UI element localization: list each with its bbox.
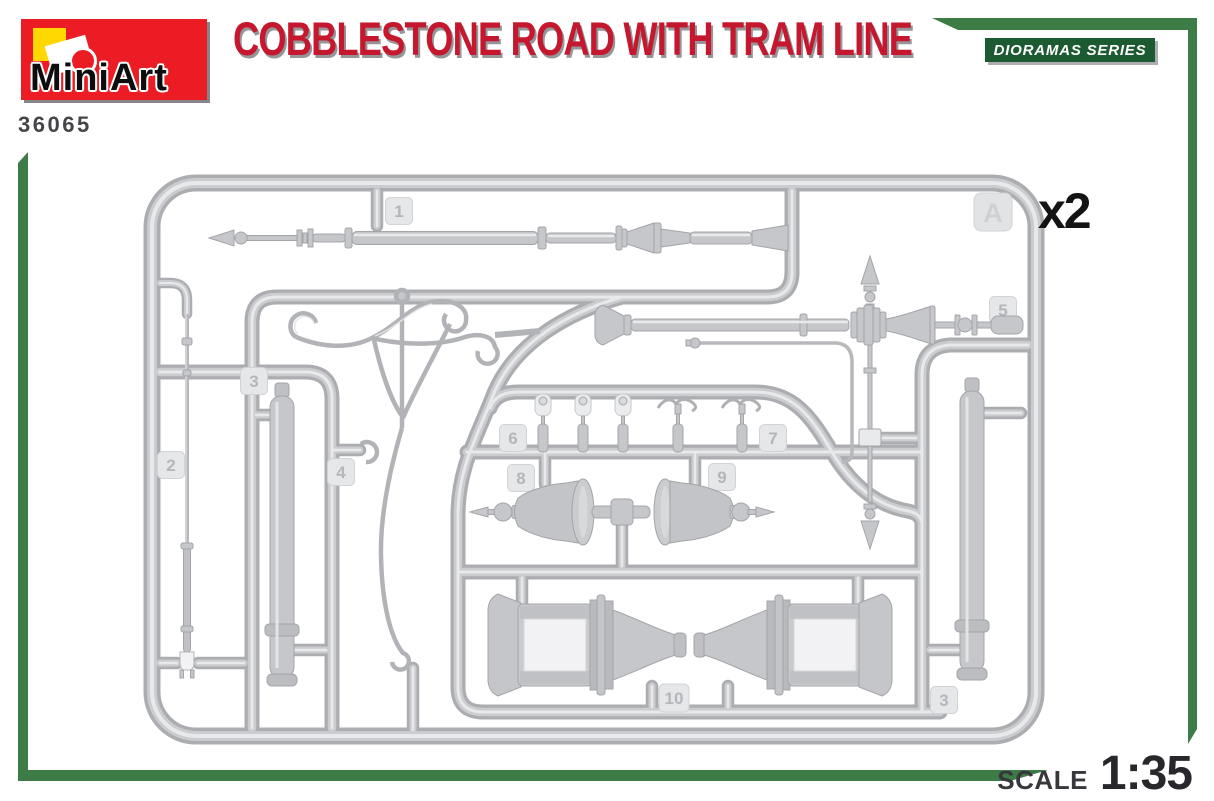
part-tag-2: 2: [157, 451, 185, 479]
scale-label: SCALE: [997, 765, 1088, 795]
part-tag-8: 8: [507, 464, 535, 492]
kit-title: COBBLESTONE ROAD WITH TRAM LINE: [233, 12, 913, 65]
green-band-top: [932, 18, 1197, 30]
sprue-letter-label: A: [983, 198, 1003, 228]
green-bar-right: [1188, 30, 1197, 744]
part-tag-4-label: 4: [336, 463, 346, 482]
part-hook-posts-7: [656, 398, 762, 453]
part-tag-1-label: 1: [394, 202, 403, 221]
part-tag-3-left: 3: [240, 367, 268, 395]
part-tag-4: 4: [327, 458, 355, 486]
quantity-label: x2: [1038, 183, 1092, 239]
part-tag-3-right: 3: [930, 686, 958, 714]
part-tag-6: 6: [499, 424, 527, 452]
series-badge: DIORAMAS SERIES: [985, 38, 1155, 62]
part-tags: 1 2 3 4 5 6 7: [157, 192, 1017, 714]
scale: SCALE 1:35: [997, 746, 1193, 801]
green-frame: [18, 18, 1197, 781]
part-cross-pole-5-horizontal: [594, 304, 1024, 346]
part-tag-2-label: 2: [166, 456, 175, 475]
part-bell-finial-8: [468, 478, 595, 546]
brand-wordmark: MiniArt: [30, 57, 168, 99]
product-code: 36065: [18, 112, 92, 137]
part-tag-10-label: 10: [665, 689, 684, 708]
part-tag-7: 7: [759, 424, 787, 452]
part-cylinder-3-left: [264, 382, 300, 687]
brand-logo: MiniArt: [21, 19, 207, 100]
sprue-parts: [179, 222, 1024, 697]
part-lantern-10-left: [487, 593, 687, 697]
part-scroll-bracket-4: [288, 287, 541, 672]
part-tag-9: 9: [708, 463, 736, 491]
scale-value: 1:35: [1099, 747, 1193, 800]
part-tag-8-label: 8: [516, 469, 525, 488]
sprue-letter-tag: A: [973, 192, 1013, 232]
part-thin-post-2: [179, 314, 195, 679]
part-tag-6-label: 6: [508, 429, 517, 448]
part-tag-1: 1: [385, 197, 413, 225]
part-insulators-6: [534, 393, 632, 453]
part-tag-3-left-label: 3: [249, 372, 258, 391]
part-tag-9-label: 9: [717, 468, 726, 487]
part-support-wire-5: [685, 337, 854, 464]
part-bell-finial-9: [591, 478, 776, 546]
part-lamp-pole-1: [207, 222, 789, 254]
part-tag-5-label: 5: [998, 301, 1007, 320]
part-cross-pole-5-vertical: [858, 254, 882, 551]
part-tag-10: 10: [658, 683, 690, 713]
part-tag-3-right-label: 3: [939, 691, 948, 710]
part-cylinder-3-right: [954, 377, 990, 681]
part-tag-7-label: 7: [768, 429, 777, 448]
paint-splash-shape: [69, 47, 97, 75]
part-lantern-10-right: [693, 593, 893, 697]
